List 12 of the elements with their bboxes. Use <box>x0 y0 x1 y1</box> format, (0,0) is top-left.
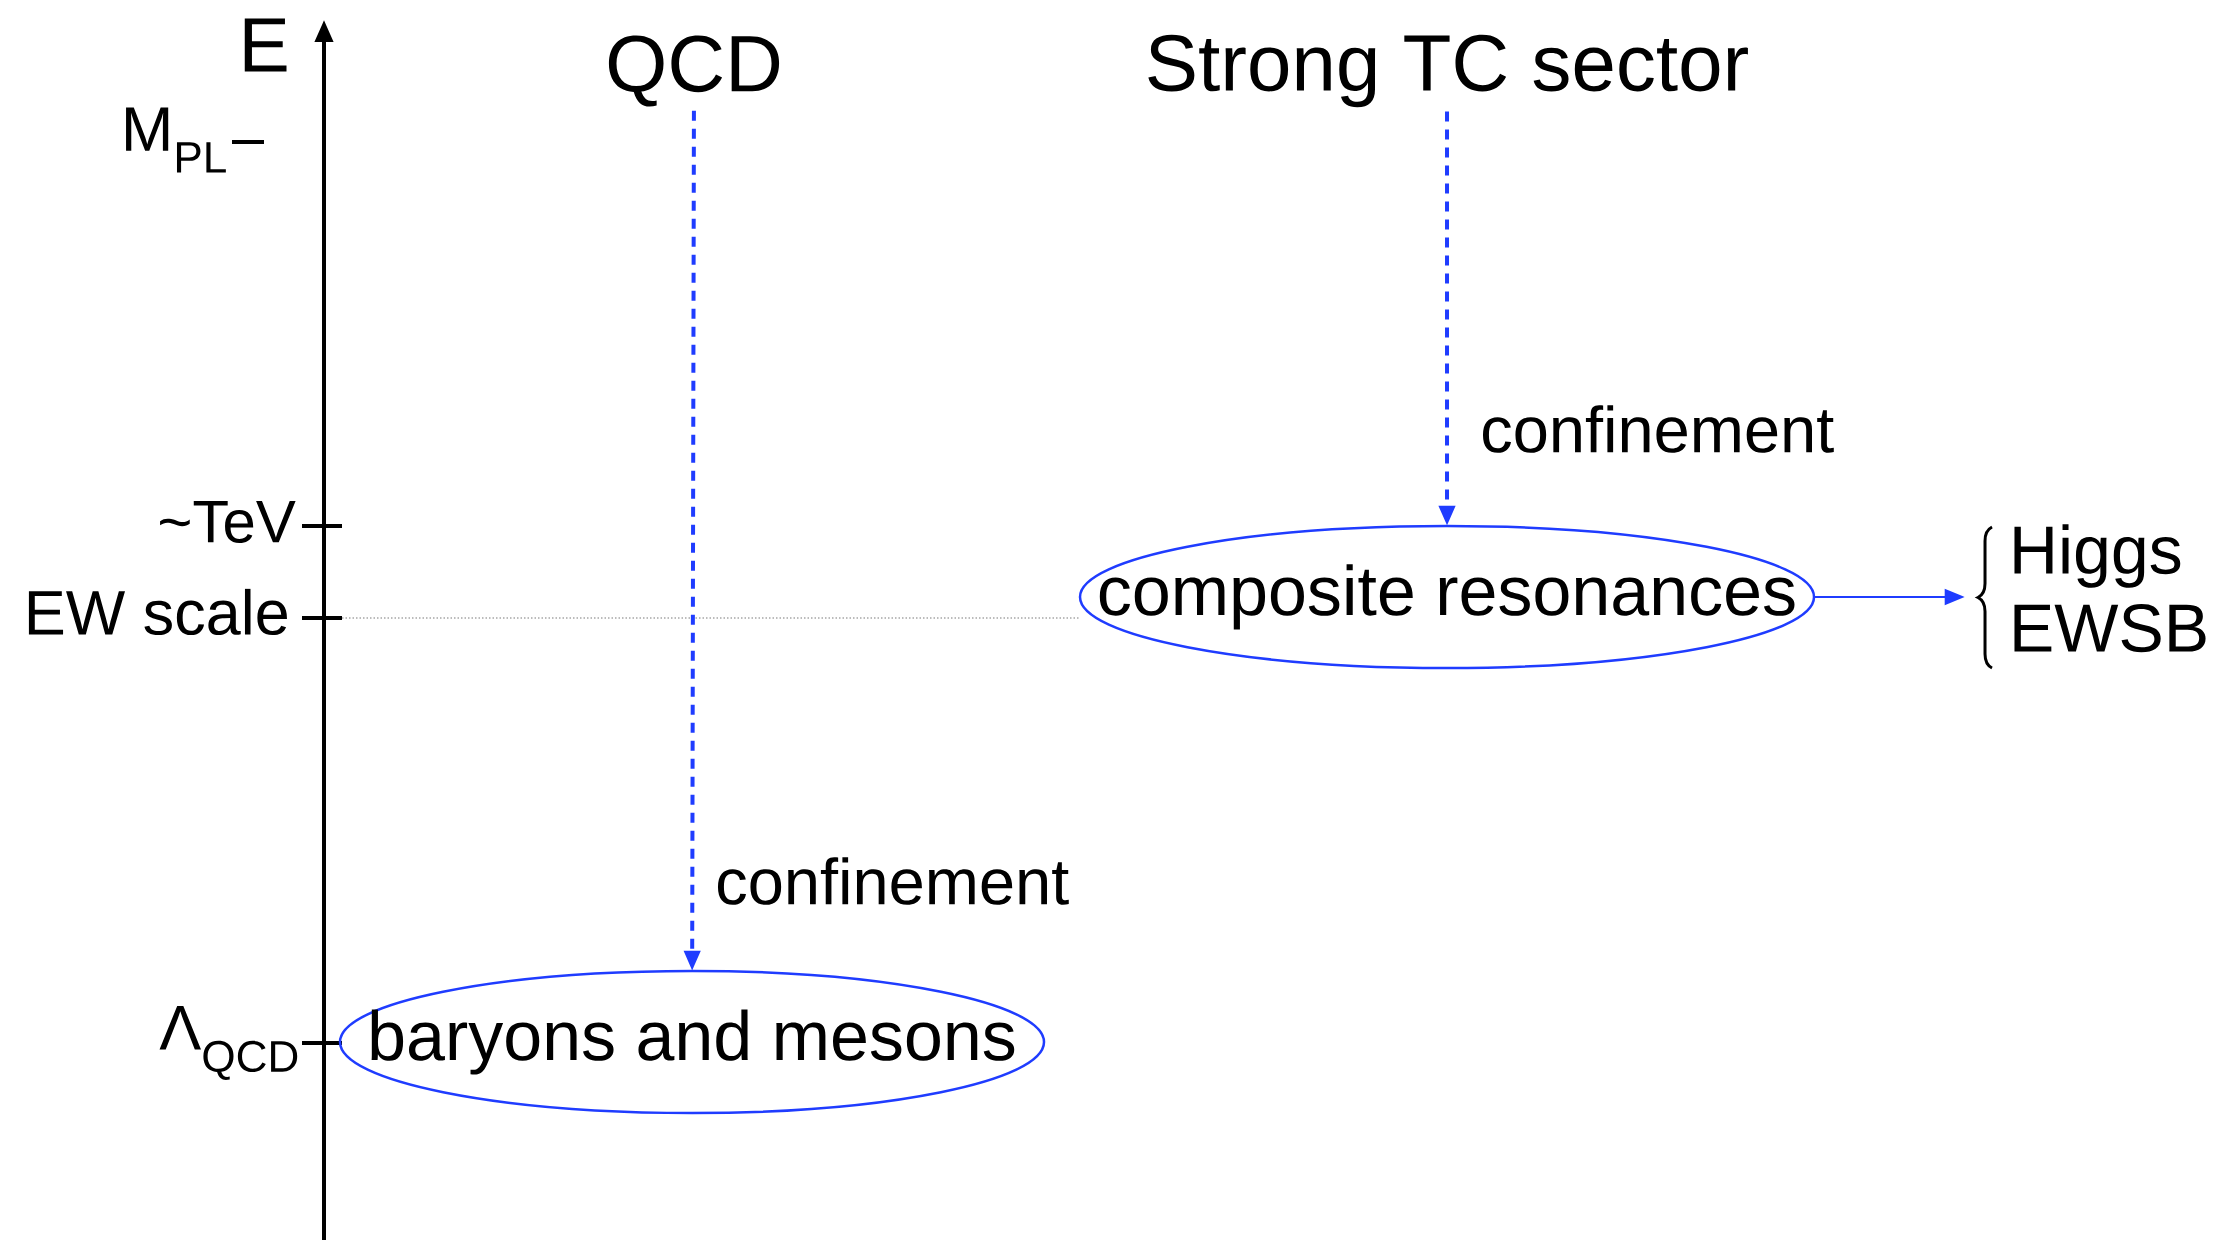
axis-label: E <box>244 18 287 72</box>
tick-label: M$_{PL}$ <box>126 107 226 173</box>
tick-label: EW scale <box>28 588 287 636</box>
ellipse-label: composite resonances <box>1099 564 1795 630</box>
ellipse-label: baryons and mesons <box>371 1009 1015 1075</box>
heading-text: Strong TC sector <box>1148 34 1748 108</box>
edge-label: confinement <box>1478 403 1837 455</box>
heading-text: QCD <box>608 35 780 107</box>
bracketed-list: Higgs EWSB <box>2014 524 2206 653</box>
tick-label: ~TeV <box>160 501 296 543</box>
edge-label: confinement <box>713 855 1072 907</box>
tick-label: Λ$_{QCD}$ <box>159 1006 298 1080</box>
